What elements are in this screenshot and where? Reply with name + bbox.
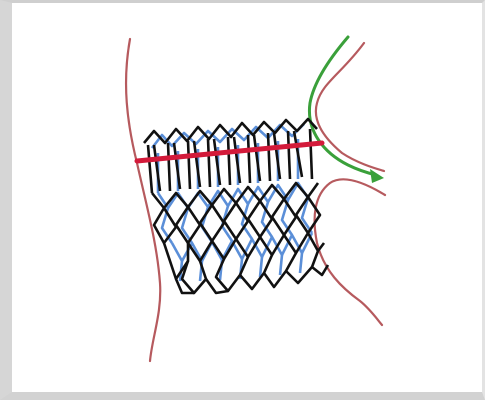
left-vessel-wall (126, 39, 160, 361)
right-vessel-wall-upper (316, 43, 384, 171)
diagram-canvas (12, 3, 482, 392)
flow-arrow-icon (309, 37, 384, 183)
right-vessel-wall-lower (315, 179, 385, 325)
stent-diagram (12, 3, 482, 392)
